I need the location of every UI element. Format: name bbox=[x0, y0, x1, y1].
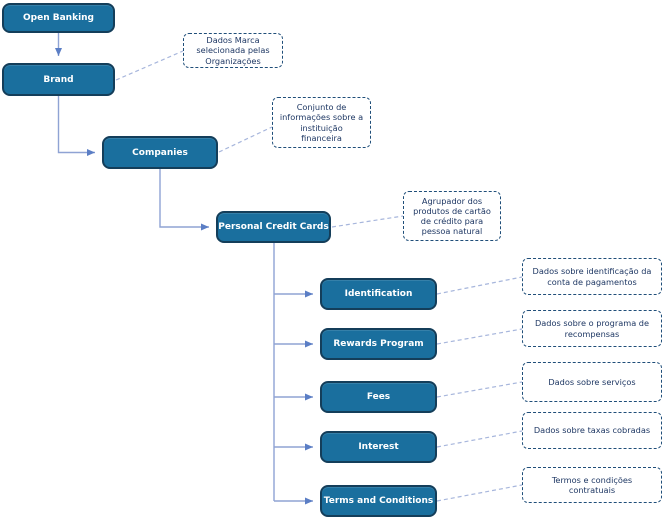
annotation-personal-credit-cards: Agrupador dos produtos de cartão de créd… bbox=[403, 191, 501, 241]
annotation-rewards-program: Dados sobre o programa de recompensas bbox=[522, 310, 662, 347]
node-rewards-program: Rewards Program bbox=[320, 328, 437, 360]
node-terms-and-conditions: Terms and Conditions bbox=[320, 485, 437, 517]
callout-line-companies bbox=[218, 126, 273, 153]
callout-line-fees bbox=[436, 381, 523, 398]
annotation-text: Conjunto de informações sobre a institui… bbox=[279, 102, 364, 143]
node-label: Rewards Program bbox=[333, 339, 424, 349]
annotation-text: Dados sobre o programa de recompensas bbox=[534, 318, 650, 339]
node-interest: Interest bbox=[320, 431, 437, 463]
annotation-text: Termos e condições contratuais bbox=[551, 474, 633, 495]
annotation-text: Dados sobre identificação da conta de pa… bbox=[532, 266, 652, 287]
annotation-interest: Dados sobre taxas cobradas bbox=[522, 412, 662, 449]
node-label: Companies bbox=[132, 147, 188, 158]
node-personal-credit-cards: Personal Credit Cards bbox=[216, 211, 331, 243]
annotation-companies: Conjunto de informações sobre a institui… bbox=[272, 97, 371, 148]
node-fees: Fees bbox=[320, 381, 437, 413]
node-label: Identification bbox=[344, 289, 413, 299]
node-label: Open Banking bbox=[23, 13, 94, 23]
node-brand: Brand bbox=[2, 63, 115, 96]
annotation-text: Dados sobre serviços bbox=[548, 376, 636, 387]
annotation-terms-and-conditions: Termos e condições contratuais bbox=[522, 467, 662, 503]
node-label: Personal Credit Cards bbox=[218, 222, 329, 232]
connector-companies-to-personal-credit-cards bbox=[159, 169, 209, 231]
callout-line-brand bbox=[115, 50, 184, 81]
node-label: Terms and Conditions bbox=[323, 496, 434, 506]
node-label: Fees bbox=[366, 392, 391, 402]
callout-line-personal-credit-cards bbox=[331, 215, 404, 228]
annotation-text: Dados Marca selecionada pelas Organizaçõ… bbox=[196, 35, 270, 66]
node-label: Brand bbox=[43, 74, 74, 85]
callout-line-interest bbox=[436, 430, 523, 448]
node-open-banking: Open Banking bbox=[2, 3, 115, 33]
node-companies: Companies bbox=[102, 136, 218, 169]
callout-line-rewards-program bbox=[436, 328, 523, 345]
callout-line-identification bbox=[436, 276, 523, 295]
node-label: Interest bbox=[358, 442, 399, 452]
node-identification: Identification bbox=[320, 278, 437, 310]
connector-brand-to-companies bbox=[57, 96, 95, 156]
annotation-brand: Dados Marca selecionada pelas Organizaçõ… bbox=[183, 33, 283, 68]
annotation-identification: Dados sobre identificação da conta de pa… bbox=[522, 258, 662, 295]
annotation-text: Agrupador dos produtos de cartão de créd… bbox=[413, 195, 491, 237]
annotation-fees: Dados sobre serviços bbox=[522, 362, 662, 402]
callout-line-terms-and-conditions bbox=[436, 484, 523, 502]
annotation-text: Dados sobre taxas cobradas bbox=[533, 425, 651, 436]
